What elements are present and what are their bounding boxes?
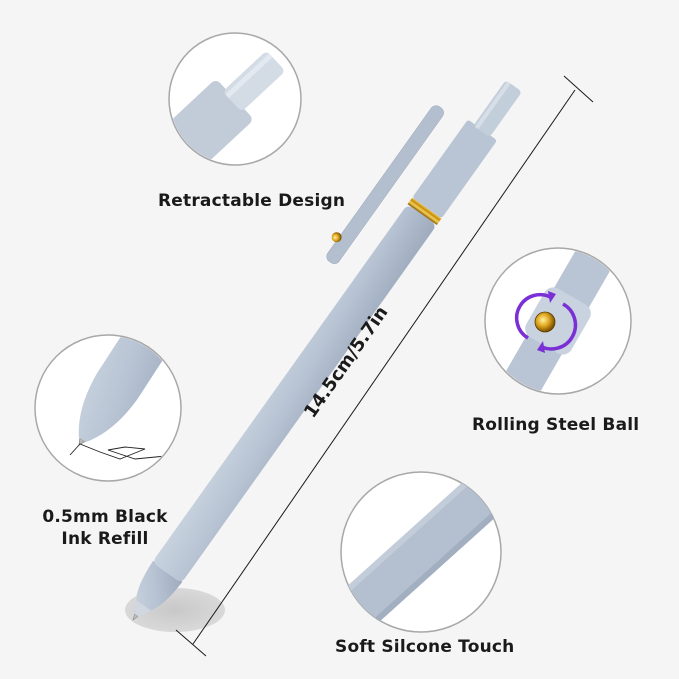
dimension-line [175, 75, 594, 657]
feature-label-refill: 0.5mm Black Ink Refill [30, 506, 180, 550]
feature-label-soft-touch: Soft Silcone Touch [335, 637, 515, 657]
detail-circle-rolling-ball [484, 247, 632, 395]
feature-label-retractable: Retractable Design [158, 191, 346, 211]
detail-circle-retractable [168, 32, 302, 166]
pen [132, 81, 521, 621]
detail-circle-refill [34, 334, 182, 482]
feature-label-refill-line1: 0.5mm Black [42, 507, 168, 527]
rotate-arrows-icon [514, 292, 578, 351]
feature-label-refill-line2: Ink Refill [61, 529, 149, 549]
detail-circle-soft-touch [340, 471, 502, 633]
ink-scribble [69, 443, 177, 460]
feature-label-rolling-ball: Rolling Steel Ball [472, 415, 640, 435]
